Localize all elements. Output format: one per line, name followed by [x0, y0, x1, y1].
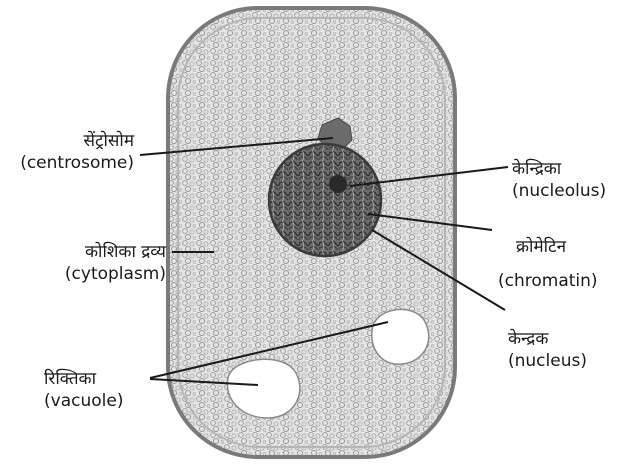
label-cytoplasm: कोशिका द्रव्य (cytoplasm) [6, 241, 166, 285]
nucleolus [329, 175, 347, 193]
label-vacuole-hindi: रिक्तिका [44, 368, 164, 390]
label-nucleus-english: (nucleus) [508, 350, 638, 372]
label-cytoplasm-hindi: कोशिका द्रव्य [6, 241, 166, 263]
label-chromatin-english: (chromatin) [498, 270, 638, 292]
label-centrosome-english: (centrosome) [12, 152, 134, 174]
label-nucleus-hindi: केन्द्रक [508, 328, 638, 350]
vacuole-upper [372, 309, 429, 364]
label-centrosome: सेंट्रोसोम (centrosome) [12, 130, 134, 174]
label-vacuole-english: (vacuole) [44, 390, 164, 412]
label-nucleolus-english: (nucleolus) [512, 180, 638, 202]
label-vacuole: रिक्तिका (vacuole) [44, 368, 164, 412]
label-cytoplasm-english: (cytoplasm) [6, 263, 166, 285]
label-centrosome-hindi: सेंट्रोसोम [12, 130, 134, 152]
label-nucleus: केन्द्रक (nucleus) [508, 328, 638, 372]
nucleus [269, 144, 381, 256]
label-chromatin: क्रोमेटिन (chromatin) [498, 236, 638, 292]
label-nucleolus-hindi: केन्द्रिका [512, 158, 638, 180]
label-chromatin-hindi: क्रोमेटिन [498, 236, 638, 258]
label-nucleolus: केन्द्रिका (nucleolus) [512, 158, 638, 202]
